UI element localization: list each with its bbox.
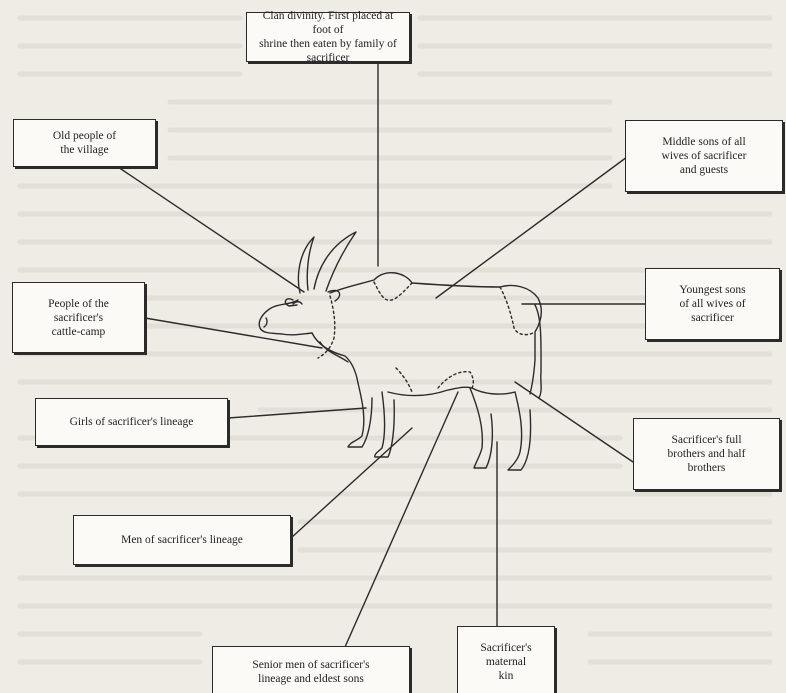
- label-full-brothers: Sacrificer's full brothers and half brot…: [633, 418, 780, 490]
- label-men-lineage: Men of sacrificer's lineage: [73, 515, 291, 565]
- ox-left-horn: [297, 236, 315, 294]
- label-maternal-kin: Sacrificer's maternal kin: [457, 626, 555, 693]
- leader-girls-lineage: [227, 407, 367, 419]
- ox-front-leg-right: [374, 391, 395, 458]
- label-cattle-camp-text: People of the sacrificer's cattle-camp: [48, 297, 109, 338]
- label-senior-men-text: Senior men of sacrificer's lineage and e…: [252, 659, 370, 685]
- ox-tail: [534, 304, 542, 399]
- leader-lines: [117, 59, 646, 648]
- label-maternal-kin-text: Sacrificer's maternal kin: [480, 642, 532, 682]
- leader-men-lineage: [290, 427, 413, 539]
- label-old-people-text: Old people of the village: [52, 130, 117, 156]
- label-clan-divinity: Clan divinity. First placed at foot of s…: [246, 10, 410, 64]
- ox-front-leg-left: [347, 382, 373, 448]
- leader-middle-sons: [435, 156, 628, 299]
- label-clan-divinity-text: Clan divinity. First placed at foot of s…: [259, 10, 397, 64]
- label-youngest-sons: Youngest sons of all wives of sacrificer: [645, 268, 780, 340]
- leader-old-people: [117, 166, 305, 293]
- ox-hind-leg-right: [507, 391, 532, 471]
- label-old-people: Old people of the village: [13, 119, 156, 167]
- leader-senior-men: [344, 391, 459, 648]
- label-full-brothers-text: Sacrificer's full brothers and half brot…: [667, 434, 746, 474]
- ox-body-outline: [329, 272, 542, 395]
- label-senior-men: Senior men of sacrificer's lineage and e…: [212, 646, 410, 693]
- leader-cattle-camp: [144, 317, 323, 349]
- ox-left-ear: [284, 298, 298, 307]
- label-middle-sons: Middle sons of all wives of sacrificer a…: [625, 120, 783, 192]
- label-men-lineage-text: Men of sacrificer's lineage: [121, 534, 243, 546]
- ox-drawing: [258, 231, 542, 471]
- label-middle-sons-text: Middle sons of all wives of sacrificer a…: [661, 136, 747, 176]
- ox-belly: [387, 386, 516, 397]
- ox-head: [258, 299, 313, 336]
- label-girls-lineage-text: Girls of sacrificer's lineage: [69, 416, 194, 428]
- ox-hind-leg-left: [469, 387, 494, 469]
- label-girls-lineage: Girls of sacrificer's lineage: [35, 398, 228, 446]
- ox-right-horn: [313, 231, 357, 292]
- ox-right-ear: [327, 289, 341, 302]
- label-youngest-sons-text: Youngest sons of all wives of sacrificer: [679, 284, 746, 324]
- leader-full-brothers: [514, 381, 634, 463]
- label-cattle-camp: People of the sacrificer's cattle-camp: [12, 282, 145, 353]
